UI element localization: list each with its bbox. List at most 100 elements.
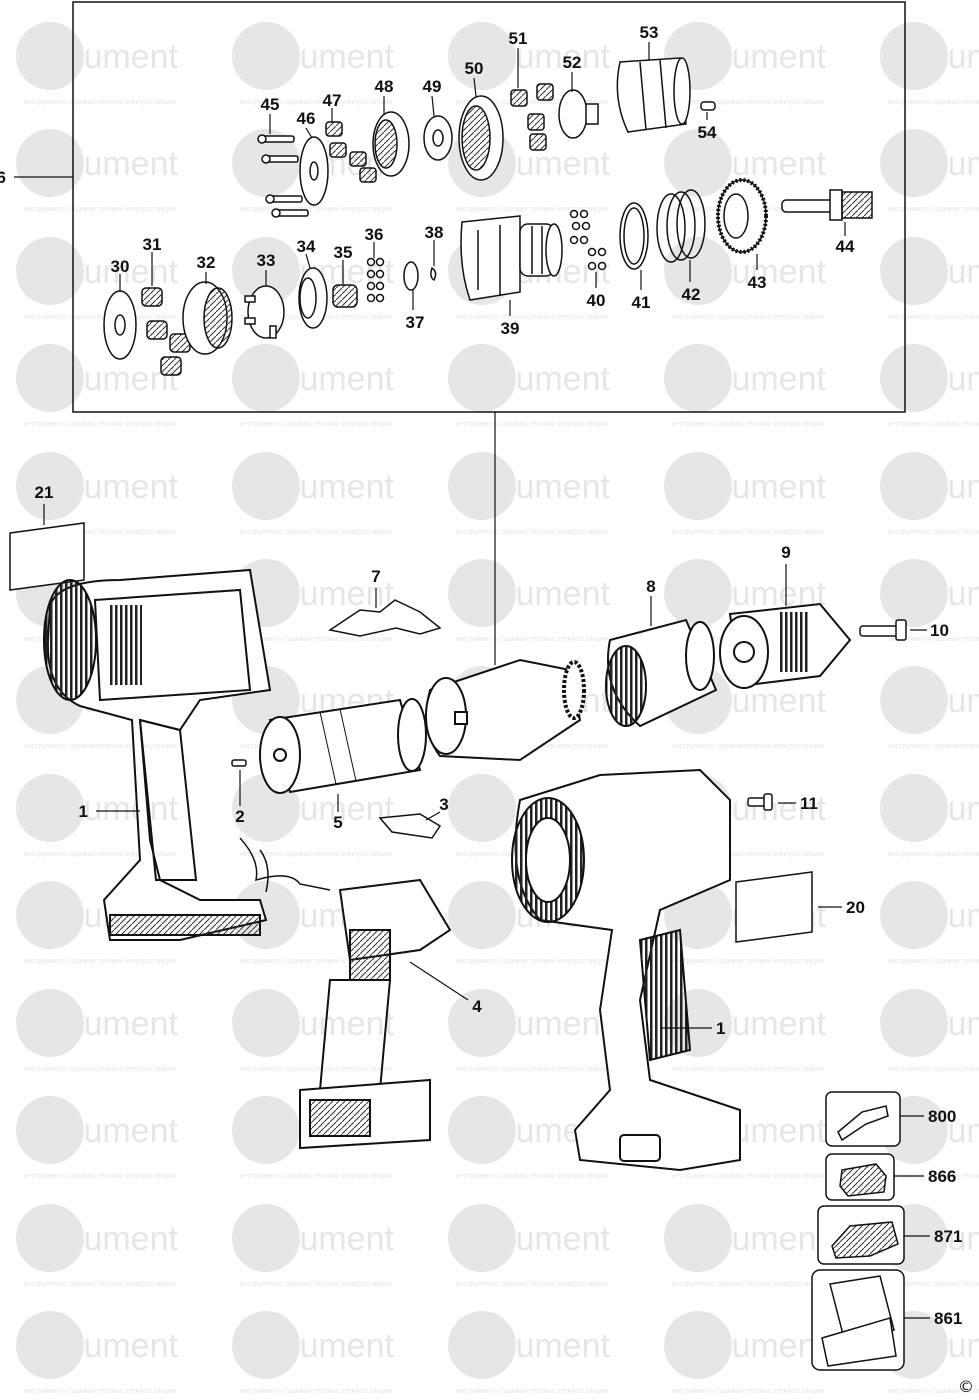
watermark-text: Strument: [688, 38, 826, 76]
watermark-subtext: инструменты садовая техника электростанц…: [240, 1173, 392, 1180]
charger-icon: [831, 1221, 899, 1259]
watermark-text: Strument: [904, 790, 979, 828]
watermark-circle: [16, 452, 84, 520]
label-53: 53: [640, 23, 659, 42]
part-47-needle-bearing: [325, 121, 343, 137]
watermark-subtext: инструменты садовая техника электростанц…: [888, 1281, 979, 1288]
watermark-subtext: инструменты садовая техника электростанц…: [672, 1066, 824, 1073]
watermark-circle: [880, 452, 948, 520]
watermark-subtext: инструменты садовая техника электростанц…: [672, 99, 824, 106]
watermark-circle: [664, 1311, 732, 1379]
label-4: 4: [472, 997, 482, 1016]
watermark-text: Strument: [472, 360, 610, 398]
part-43-gear: [716, 178, 768, 254]
watermark-subtext: инструменты садовая техника электростанц…: [888, 1173, 979, 1180]
watermark-text: Strument: [904, 360, 979, 398]
watermark-circle: [880, 559, 948, 627]
part-39-gearbox-housing: [460, 215, 563, 301]
label-9: 9: [781, 543, 790, 562]
part-20-label: [735, 871, 813, 943]
watermark-subtext: инструменты садовая техника электростанц…: [672, 421, 824, 428]
watermark-circle: [232, 452, 300, 520]
gearbox-detail-frame: [72, 1, 906, 413]
watermark-text: Strument: [688, 1005, 826, 1043]
watermark-text: Strument: [688, 468, 826, 506]
label-44: 44: [836, 237, 855, 256]
watermark-circle: [448, 452, 516, 520]
watermark-text: Strument: [40, 1220, 178, 1258]
watermark-text: Strument: [904, 1112, 979, 1150]
watermark-subtext: инструменты садовая техника электростанц…: [456, 1066, 608, 1073]
watermark-text: Strument: [256, 1327, 394, 1365]
watermark-text: Strument: [904, 1005, 979, 1043]
watermark-subtext: инструменты садовая техника электростанц…: [672, 1173, 824, 1180]
label-800: 800: [928, 1107, 956, 1126]
label-50: 50: [465, 59, 484, 78]
label-48: 48: [375, 77, 394, 96]
label-8: 8: [646, 577, 655, 596]
part-6-gearbox-assembly: [425, 658, 586, 762]
watermark-circle: [16, 1204, 84, 1272]
label-10: 10: [930, 621, 949, 640]
watermark-subtext: инструменты садовая техника электростанц…: [672, 1281, 824, 1288]
watermark-circle: [232, 1096, 300, 1164]
part-52-planet-carrier: [558, 89, 588, 139]
part-36-balls: [366, 257, 385, 303]
label-51: 51: [509, 29, 528, 48]
watermark-subtext: инструменты садовая техника электростанц…: [672, 529, 824, 536]
watermark-subtext: инструменты садовая техника электростанц…: [240, 958, 392, 965]
watermark-circle: [448, 774, 516, 842]
label-21: 21: [35, 483, 54, 502]
watermark-subtext: инструменты садовая техника электростанц…: [456, 529, 608, 536]
bit-icon: [837, 1105, 889, 1142]
watermark-subtext: инструменты садовая техника электростанц…: [24, 529, 176, 536]
watermark-subtext: инструменты садовая техника электростанц…: [888, 529, 979, 536]
label-3: 3: [439, 795, 448, 814]
watermark-text: Strument: [40, 253, 178, 291]
label-5: 5: [333, 813, 342, 832]
watermark-subtext: инструменты садовая техника электростанц…: [456, 1388, 608, 1395]
watermark-circle: [16, 989, 84, 1057]
watermark-subtext: инструменты садовая техника электростанц…: [240, 206, 392, 213]
watermark-text: Strument: [904, 897, 979, 935]
watermark-subtext: инструменты садовая техника электростанц…: [888, 851, 979, 858]
watermark-subtext: инструменты садовая техника электростанц…: [456, 314, 608, 321]
watermark-circle: [448, 989, 516, 1057]
watermark-text: Strument: [40, 1327, 178, 1365]
part-35-needle-bearing: [332, 284, 358, 308]
label-43: 43: [748, 273, 767, 292]
label-38: 38: [425, 223, 444, 242]
part-53-sleeve: [616, 57, 691, 133]
watermark-circle: [448, 1311, 516, 1379]
watermark-circle: [880, 129, 948, 197]
accessories: [811, 1091, 905, 1371]
watermark-text: Strument: [256, 575, 394, 613]
leader-lines: [14, 42, 930, 1319]
watermark-subtext: инструменты садовая техника электростанц…: [456, 958, 608, 965]
part-37-washer: [403, 261, 419, 291]
watermark-text: Strument: [472, 1220, 610, 1258]
watermark-circle: [16, 22, 84, 90]
label-39: 39: [501, 319, 520, 338]
watermark-subtext: инструменты садовая техника электростанц…: [888, 99, 979, 106]
watermark-circle: [16, 774, 84, 842]
part-10-screw: [859, 619, 907, 641]
watermark-subtext: инструменты садовая техника электростанц…: [456, 1173, 608, 1180]
gearbox-parts: [103, 57, 873, 376]
part-1-housing-right: [511, 768, 741, 1172]
label-33: 33: [257, 251, 276, 270]
part-44-spindle: [781, 189, 873, 221]
